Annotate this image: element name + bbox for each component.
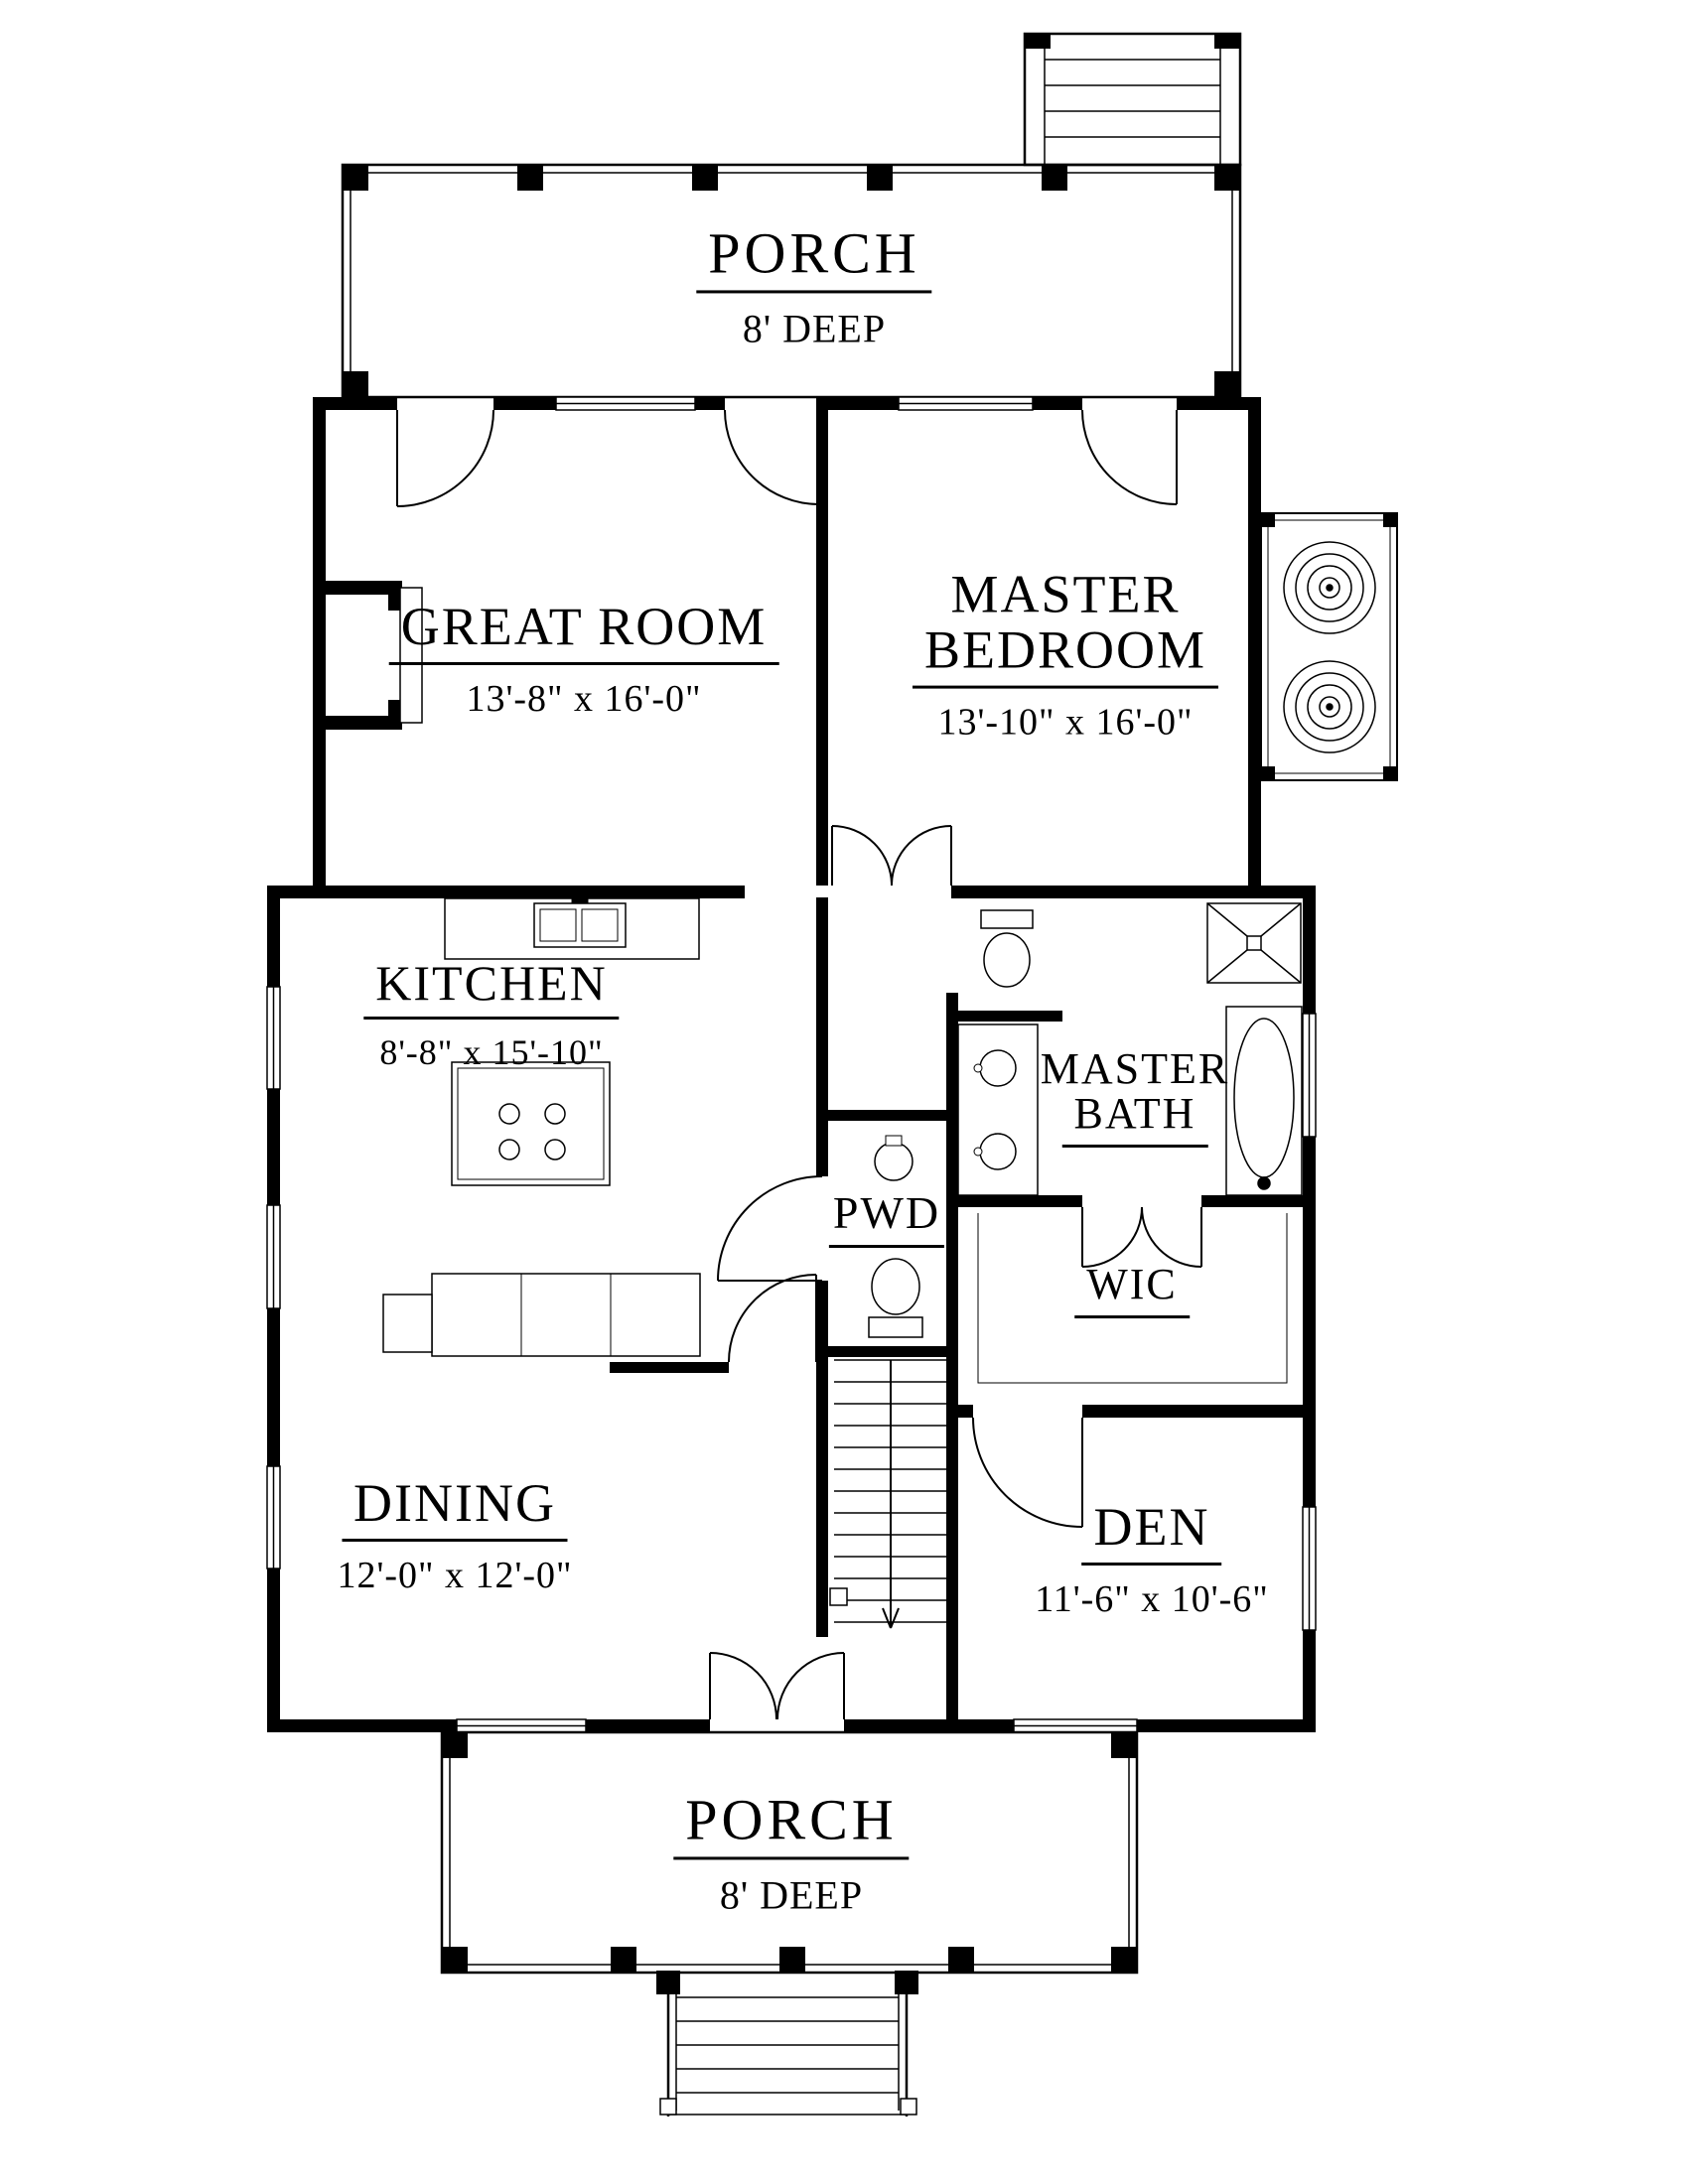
great-room-porch-doors	[396, 409, 820, 507]
shower-icon	[1206, 902, 1302, 984]
closet-shelving	[977, 1213, 1288, 1384]
kitchen-dining-door	[728, 1274, 817, 1363]
room-name-line2: BATH	[1061, 1091, 1208, 1149]
room-name: PORCH	[673, 1790, 910, 1860]
porch-posts	[343, 165, 1240, 397]
room-name: PWD	[828, 1189, 945, 1248]
room-name-line1: MASTER	[1040, 1043, 1230, 1093]
interior-walls	[610, 397, 1316, 1732]
top-stairs	[1023, 32, 1242, 167]
kitchen-label: KITCHEN 8'-8" x 15'-10"	[363, 958, 620, 1073]
porch-top-label: PORCH 8' DEEP	[696, 223, 932, 351]
kitchen-fixtures	[382, 895, 701, 1357]
bottom-porch	[440, 1730, 1139, 1975]
room-name: DINING	[342, 1475, 568, 1543]
exterior-walls	[267, 397, 1316, 1732]
powder-room-label: PWD	[828, 1189, 945, 1248]
windows	[266, 396, 1317, 1733]
bath-vanity	[957, 1024, 1039, 1196]
room-name-line2: BEDROOM	[912, 622, 1219, 689]
den-label: DEN 11'-6" x 10'-6"	[1035, 1499, 1269, 1621]
powder-toilet-icon	[868, 1258, 923, 1338]
top-porch	[341, 163, 1242, 399]
room-depth: 8' DEEP	[719, 1872, 864, 1918]
great-room-label: GREAT ROOM 13'-8" x 16'-0"	[388, 599, 779, 721]
room-dims: 12'-0" x 12'-0"	[337, 1555, 573, 1597]
bath-toilet-icon	[980, 909, 1034, 988]
powder-sink-icon	[874, 1135, 914, 1181]
master-bath-fixtures	[957, 902, 1303, 1196]
powder-door	[717, 1175, 823, 1282]
wic-label: WIC	[1074, 1262, 1190, 1318]
kitchen-island	[451, 1061, 611, 1186]
bottom-stairs	[656, 1971, 918, 2116]
room-dims: 13'-8" x 16'-0"	[466, 678, 702, 721]
cooktop-icon	[498, 1103, 566, 1160]
wic-double-doors	[1081, 1206, 1202, 1268]
room-name: DEN	[1081, 1499, 1222, 1567]
door-swings	[396, 409, 1202, 1720]
hvac-pad	[1260, 512, 1398, 781]
staircase	[829, 1359, 946, 1629]
kitchen-sink-icon	[533, 895, 627, 948]
powder-fixtures	[868, 1135, 923, 1338]
master-bedroom-porch-door	[1081, 409, 1178, 505]
porch-posts	[442, 1732, 1137, 1973]
room-name: GREAT ROOM	[388, 599, 779, 666]
room-name-line1: MASTER	[950, 564, 1181, 624]
fireplace	[326, 581, 423, 730]
den-door	[972, 1417, 1083, 1528]
room-name: WIC	[1074, 1262, 1190, 1318]
hvac-unit-icon	[1283, 541, 1376, 753]
room-dims: 11'-6" x 10'-6"	[1035, 1578, 1269, 1621]
bathtub-icon	[1225, 1006, 1303, 1196]
room-name: KITCHEN	[363, 958, 620, 1020]
master-bedroom-label: MASTER BEDROOM 13'-10" x 16'-0"	[912, 564, 1219, 745]
room-name: PORCH	[696, 223, 932, 294]
front-double-doors	[709, 1652, 845, 1720]
kitchen-seating	[382, 1273, 701, 1357]
room-dims: 8'-8" x 15'-10"	[379, 1032, 604, 1072]
master-bedroom-double-doors	[831, 825, 952, 887]
porch-bottom-label: PORCH 8' DEEP	[673, 1790, 910, 1918]
room-depth: 8' DEEP	[742, 306, 887, 351]
room-dims: 13'-10" x 16'-0"	[937, 701, 1194, 744]
dining-label: DINING 12'-0" x 12'-0"	[337, 1475, 573, 1597]
stair-direction-arrow-icon	[882, 1360, 900, 1629]
master-bath-label: MASTER BATH	[1029, 1043, 1241, 1149]
